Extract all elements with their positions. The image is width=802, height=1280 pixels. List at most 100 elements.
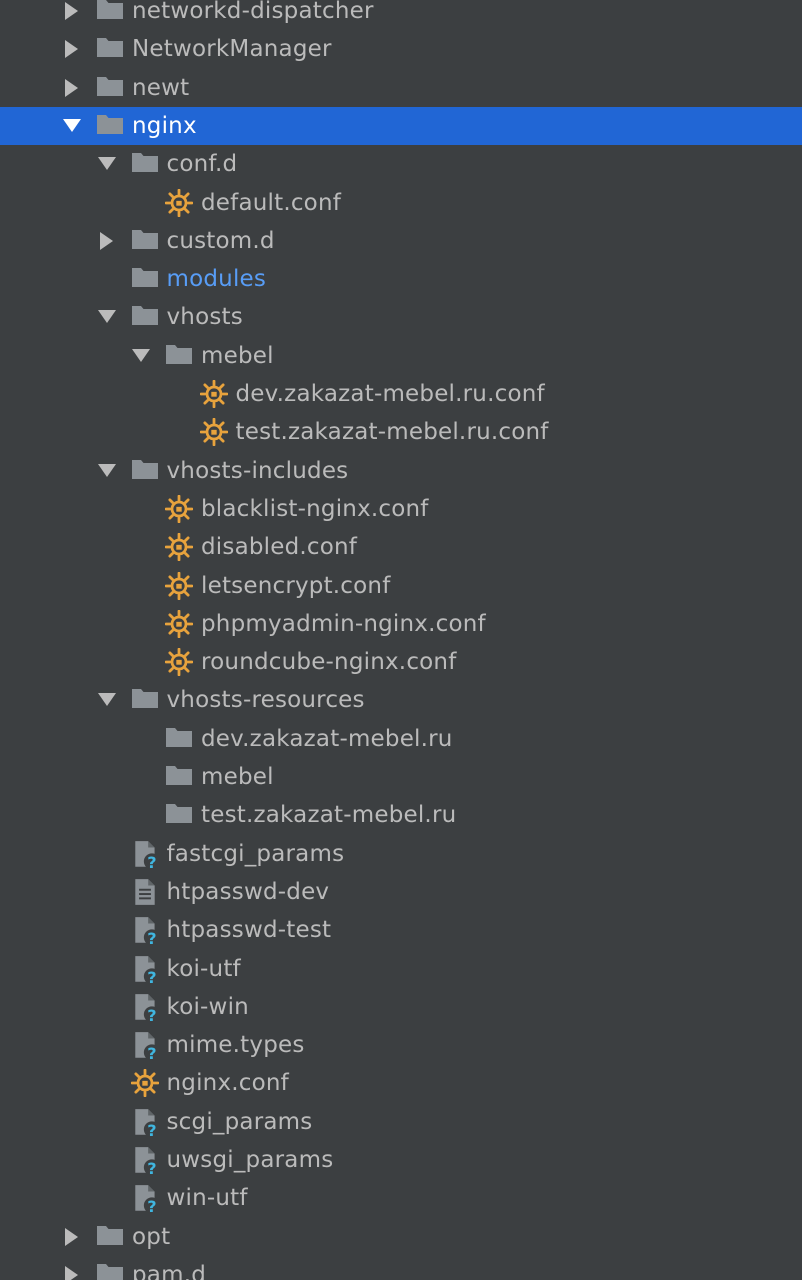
tree-row-label: vhosts-includes xyxy=(166,457,349,484)
folder-icon xyxy=(131,452,161,490)
expand-arrow-down-icon[interactable] xyxy=(97,298,117,336)
folder-icon xyxy=(96,0,126,30)
tree-row-label: mebel xyxy=(201,764,274,790)
tree-row-folder[interactable]: vhosts-includes xyxy=(0,452,802,490)
expand-arrow-down-icon[interactable] xyxy=(131,337,151,375)
tree-row-file[interactable]: ? win-utf xyxy=(0,1179,802,1217)
tree-row-folder[interactable]: mebel xyxy=(0,758,802,796)
tree-row-file[interactable]: default.conf xyxy=(0,184,802,222)
expand-arrow-right-icon[interactable] xyxy=(62,1256,82,1280)
tree-row-folder[interactable]: custom.d xyxy=(0,222,802,260)
tree-row-folder[interactable]: conf.d xyxy=(0,145,802,183)
tree-row-label: networkd-dispatcher xyxy=(132,0,374,24)
tree-row-label: pam.d xyxy=(132,1261,207,1280)
tree-row-folder[interactable]: vhosts xyxy=(0,298,802,336)
config-file-icon xyxy=(199,413,230,451)
tree-row-label: koi-utf xyxy=(166,955,241,982)
expand-arrow-right-icon[interactable] xyxy=(62,1218,82,1256)
folder-icon xyxy=(96,1256,126,1280)
expand-arrow-down-icon[interactable] xyxy=(62,107,82,145)
tree-row-file[interactable]: blacklist-nginx.conf xyxy=(0,490,802,528)
config-file-icon xyxy=(165,528,195,566)
folder-icon xyxy=(165,796,195,834)
folder-icon xyxy=(131,222,161,260)
svg-text:?: ? xyxy=(147,967,156,984)
folder-icon xyxy=(96,69,126,107)
tree-row-folder[interactable]: networkd-dispatcher xyxy=(0,0,802,30)
tree-row-label: nginx.conf xyxy=(166,1070,289,1097)
unknown-file-icon: ? xyxy=(131,911,161,949)
tree-row-label: default.conf xyxy=(201,189,342,216)
tree-row-file[interactable]: ? mime.types xyxy=(0,1026,802,1064)
tree-row-folder[interactable]: dev.zakazat-mebel.ru xyxy=(0,720,802,758)
tree-row-label: conf.d xyxy=(166,151,238,178)
svg-text:?: ? xyxy=(147,1044,156,1061)
tree-row-file[interactable]: ? htpasswd-test xyxy=(0,911,802,949)
tree-row-file[interactable]: ? koi-utf xyxy=(0,950,802,988)
unknown-file-icon: ? xyxy=(131,1026,161,1064)
config-file-icon xyxy=(199,375,230,413)
expand-arrow-down-icon[interactable] xyxy=(97,681,117,719)
folder-icon xyxy=(131,145,161,183)
folder-icon xyxy=(165,720,195,758)
tree-row-file[interactable]: dev.zakazat-mebel.ru.conf xyxy=(0,375,802,413)
tree-row-file[interactable]: ? scgi_params xyxy=(0,1103,802,1141)
tree-row-folder[interactable]: pam.d xyxy=(0,1256,802,1280)
expand-arrow-right-icon[interactable] xyxy=(62,30,82,68)
expand-arrow-down-icon[interactable] xyxy=(97,452,117,490)
svg-text:?: ? xyxy=(147,1159,156,1176)
tree-row-folder[interactable]: modules xyxy=(0,260,802,298)
tree-row-label: dev.zakazat-mebel.ru xyxy=(201,725,453,752)
tree-row-file[interactable]: ? fastcgi_params xyxy=(0,835,802,873)
tree-row-folder[interactable]: NetworkManager xyxy=(0,30,802,68)
tree-row-label: win-utf xyxy=(166,1185,248,1212)
tree-row-label: roundcube-nginx.conf xyxy=(201,649,457,676)
expand-arrow-down-icon[interactable] xyxy=(97,145,117,183)
folder-icon xyxy=(165,337,195,375)
unknown-file-icon: ? xyxy=(131,835,161,873)
expand-arrow-right-icon[interactable] xyxy=(97,222,117,260)
folder-icon xyxy=(96,30,126,68)
unknown-file-icon: ? xyxy=(131,1141,161,1179)
tree-row-label: opt xyxy=(132,1223,171,1250)
tree-row-file[interactable]: ? uwsgi_params xyxy=(0,1141,802,1179)
expand-arrow-right-icon[interactable] xyxy=(62,69,82,107)
tree-row-label: blacklist-nginx.conf xyxy=(201,495,429,522)
folder-icon xyxy=(131,681,161,719)
tree-row-label: koi-win xyxy=(166,993,249,1020)
config-file-icon xyxy=(130,1064,161,1102)
tree-row-file[interactable]: nginx.conf xyxy=(0,1064,802,1102)
unknown-file-icon: ? xyxy=(131,950,161,988)
tree-row-file[interactable]: disabled.conf xyxy=(0,528,802,566)
tree-row-label: fastcgi_params xyxy=(166,840,345,867)
config-file-icon xyxy=(165,605,195,643)
tree-row-folder[interactable]: test.zakazat-mebel.ru xyxy=(0,796,802,834)
unknown-file-icon: ? xyxy=(131,988,161,1026)
tree-row-folder[interactable]: opt xyxy=(0,1218,802,1256)
config-file-icon xyxy=(165,643,195,681)
text-file-icon xyxy=(131,873,161,911)
tree-row-folder[interactable]: vhosts-resources xyxy=(0,681,802,719)
tree-row-label: disabled.conf xyxy=(201,534,358,561)
tree-row-file[interactable]: htpasswd-dev xyxy=(0,873,802,911)
svg-text:?: ? xyxy=(147,929,156,946)
expand-arrow-right-icon[interactable] xyxy=(62,0,82,30)
tree-row-label: test.zakazat-mebel.ru xyxy=(201,802,457,829)
tree-row-label: test.zakazat-mebel.ru.conf xyxy=(235,419,549,446)
folder-icon xyxy=(131,260,161,298)
tree-row-label: dev.zakazat-mebel.ru.conf xyxy=(235,381,545,407)
tree-row-label: htpasswd-test xyxy=(166,917,332,944)
tree-row-folder[interactable]: mebel xyxy=(0,337,802,375)
tree-row-label: vhosts-resources xyxy=(166,687,365,714)
tree-row-file[interactable]: roundcube-nginx.conf xyxy=(0,643,802,681)
folder-icon xyxy=(165,758,195,796)
tree-row-file[interactable]: letsencrypt.conf xyxy=(0,567,802,605)
unknown-file-icon: ? xyxy=(131,1103,161,1141)
tree-row-folder[interactable]: nginx xyxy=(0,106,802,145)
tree-row-folder[interactable]: newt xyxy=(0,69,802,107)
tree-row-file[interactable]: test.zakazat-mebel.ru.conf xyxy=(0,413,802,451)
tree-row-file[interactable]: ? koi-win xyxy=(0,988,802,1026)
tree-row-file[interactable]: phpmyadmin-nginx.conf xyxy=(0,605,802,643)
tree-row-label: NetworkManager xyxy=(132,36,332,63)
